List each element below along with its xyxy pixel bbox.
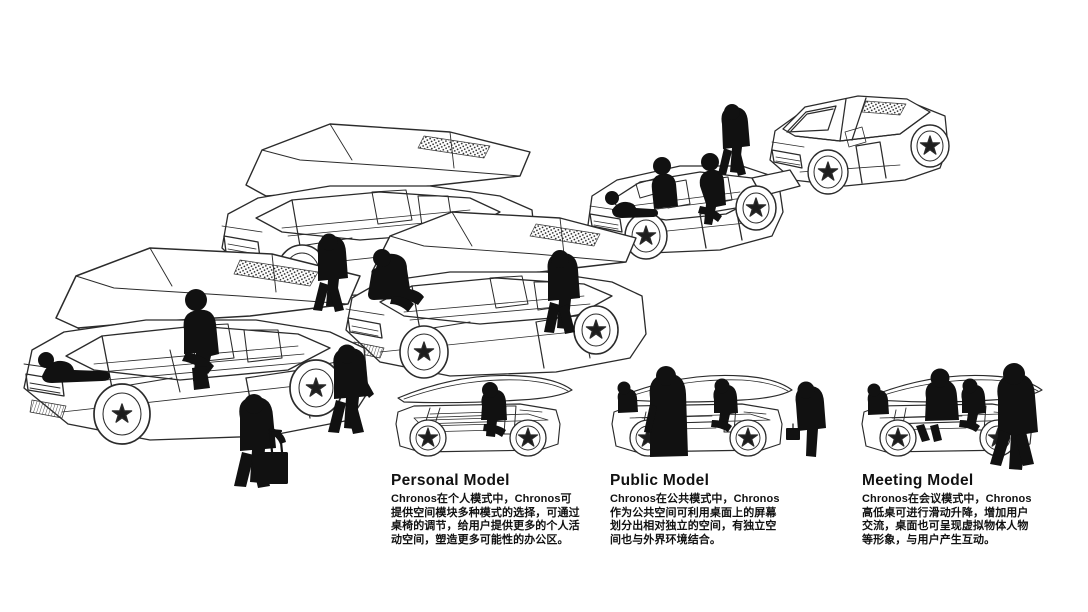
caption-line: 划分出相对独立的空间，有独立空	[610, 520, 777, 533]
walking-figure-lower-center	[328, 344, 374, 434]
caption-line: 桌椅的调节，给用户提供更多的个人活	[391, 520, 580, 533]
vehicle-front-left-open-canopy	[23, 247, 369, 445]
walking-figure-beside-vehicle	[544, 250, 580, 334]
caption-line: 动空间，塑造更多可能性的办公区。	[391, 534, 569, 547]
caption-line: Chronos在会议模式中，Chronos	[862, 493, 1032, 505]
caption-title-public: Public Model	[610, 472, 710, 489]
figures-meeting-side	[867, 363, 1038, 470]
caption-body-personal: Chronos在个人模式中，Chronos可 提供空间模块多种模式的选择，可通过…	[391, 493, 606, 548]
vehicle-top-right-closed	[769, 95, 950, 195]
caption-public-model: Public Model Chronos在公共模式中，Chronos 作为公共空…	[610, 472, 825, 548]
caption-body-public: Chronos在公共模式中，Chronos 作为公共空间可利用桌面上的屏幕 划分…	[610, 493, 825, 548]
caption-line: 高低桌可进行滑动升降，增加用户	[862, 506, 1029, 519]
caption-meeting-model: Meeting Model Chronos在会议模式中，Chronos 高低桌可…	[862, 472, 1077, 548]
caption-line: Chronos在个人模式中，Chronos可	[391, 493, 572, 505]
caption-line: 交流，桌面也可呈现虚拟物体人物	[862, 520, 1029, 533]
side-view-public	[611, 374, 793, 457]
figures-public-side	[617, 366, 826, 457]
caption-line: 间也与外界环境结合。	[610, 534, 721, 547]
caption-line: 等形象，与用户产生互动。	[862, 534, 996, 547]
caption-line: 作为公共空间可利用桌面上的屏幕	[610, 506, 777, 519]
caption-line: Chronos在公共模式中，Chronos	[610, 493, 780, 505]
walking-figure-upper	[718, 104, 750, 176]
caption-personal-model: Personal Model Chronos在个人模式中，Chronos可 提供…	[391, 472, 606, 548]
occupant-personal-side	[481, 382, 507, 437]
occupants-center-right	[605, 153, 726, 225]
occupant-center-front	[368, 249, 424, 312]
caption-title-personal: Personal Model	[391, 472, 510, 489]
occupants-front-left	[38, 289, 219, 390]
caption-body-meeting: Chronos在会议模式中，Chronos 高低桌可进行滑动升降，增加用户 交流…	[862, 493, 1077, 548]
walking-figure-center	[313, 233, 348, 312]
caption-line: 提供空间模块多种模式的选择，可通过	[391, 506, 580, 519]
walking-figure-with-suitcase	[234, 394, 288, 488]
caption-title-meeting: Meeting Model	[862, 472, 974, 489]
